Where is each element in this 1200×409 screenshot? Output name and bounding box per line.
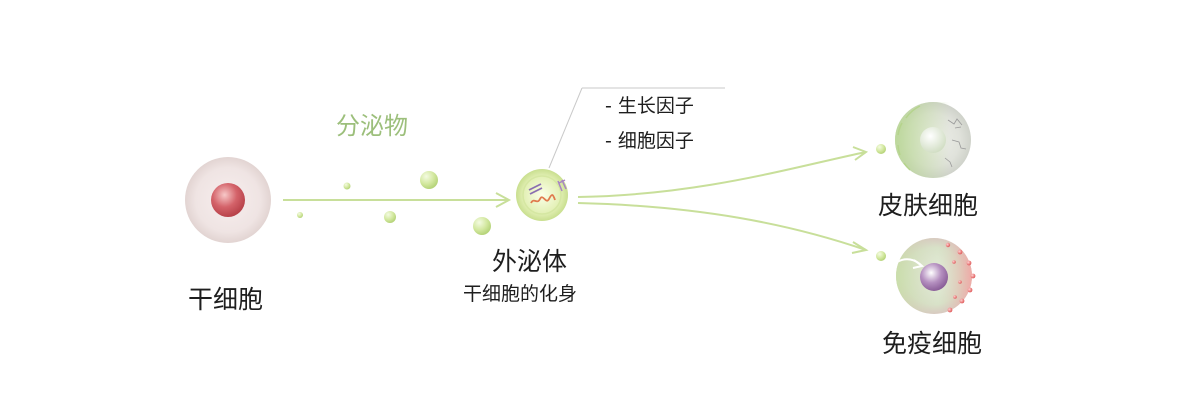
vesicle — [343, 182, 351, 190]
exosome-subtitle: 干细胞的化身 — [463, 283, 578, 305]
callout-line — [548, 87, 725, 169]
vesicle — [297, 212, 303, 218]
arrow-to-immune — [577, 202, 867, 251]
exosome-membrane — [516, 169, 568, 221]
vesicle — [384, 211, 396, 223]
exosome — [516, 169, 568, 221]
skin-cell — [876, 102, 971, 178]
receptor-marker — [557, 179, 567, 192]
immune-cell — [876, 238, 976, 314]
immune-dots — [945, 242, 976, 313]
skin-cell-nucleus — [920, 127, 946, 153]
stem-cell — [185, 157, 271, 243]
secretion-label: 分泌物 — [336, 112, 408, 140]
stem-cell-nucleus — [211, 183, 245, 217]
rna-strand — [530, 194, 556, 204]
target-arrows — [577, 146, 869, 254]
skin-cell-label: 皮肤细胞 — [878, 191, 979, 220]
secretion-vesicles — [297, 171, 491, 235]
exosome-label: 外泌体 — [492, 247, 568, 276]
factor-item-growth: - 生长因子 — [605, 95, 694, 117]
vesicle — [876, 144, 886, 154]
secretion-arrow — [283, 192, 512, 208]
arrow-to-skin — [577, 151, 867, 198]
stem-cell-label: 干细胞 — [188, 285, 264, 314]
factor-item-cytokine: - 细胞因子 — [605, 130, 694, 152]
vesicle — [420, 171, 438, 189]
immune-cell-nucleus — [920, 263, 948, 291]
vesicle — [876, 251, 886, 261]
immune-cell-label: 免疫细胞 — [882, 329, 983, 358]
protein-marker — [528, 183, 543, 195]
vesicle — [473, 217, 491, 235]
factor-list: - 生长因子 - 细胞因子 — [605, 89, 694, 159]
